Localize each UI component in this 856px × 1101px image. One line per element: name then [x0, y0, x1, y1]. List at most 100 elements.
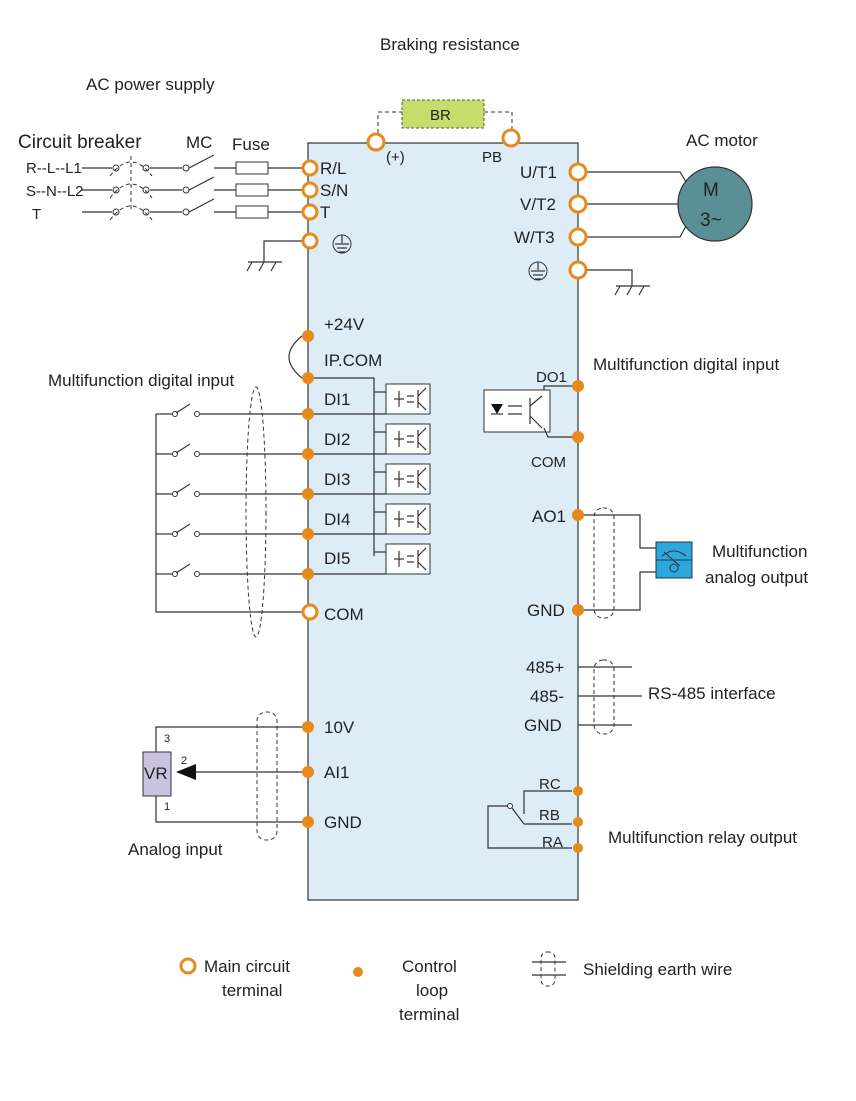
pb-terminal	[501, 128, 521, 148]
fuse-label: Fuse	[232, 135, 270, 154]
terminal-di1-label: DI1	[324, 390, 350, 409]
legend-control-label-2: loop	[416, 981, 448, 1000]
legend-control-label-1: Control	[402, 957, 457, 976]
terminal-485-minus-label: 485-	[530, 687, 564, 706]
supply-line-3: T	[32, 206, 41, 223]
terminal-10v-label: 10V	[324, 718, 355, 737]
terminal-wt3-label: W/T3	[514, 228, 555, 247]
inverter-body	[307, 142, 579, 901]
vr-pin-2: 2	[181, 755, 187, 767]
terminal-gnd-485-label: GND	[524, 716, 562, 735]
terminal-ipcom	[302, 372, 314, 384]
terminal-ao1	[572, 509, 584, 521]
rs485-wiring	[578, 659, 642, 735]
ac-motor-label: AC motor	[686, 131, 758, 150]
terminal-ra	[573, 843, 583, 853]
terminal-ai1-label: AI1	[324, 763, 350, 782]
rs485-label: RS-485 interface	[648, 684, 776, 703]
terminal-vt2	[568, 194, 588, 214]
terminal-do1	[572, 380, 584, 392]
terminal-gnd-ai	[302, 816, 314, 828]
legend-shield-symbol-icon	[532, 951, 566, 987]
terminal-rb	[573, 817, 583, 827]
vr-pin-3: 3	[164, 733, 170, 745]
plus-label: (+)	[386, 149, 405, 166]
supply-line-2: S--N--L2	[26, 183, 84, 200]
terminal-com-left	[301, 603, 319, 621]
do1-optocoupler	[483, 385, 572, 438]
braking-resistance-label: Braking resistance	[380, 35, 520, 54]
terminal-rl	[301, 159, 319, 177]
terminal-ut1	[568, 162, 588, 182]
supply-line-1: R--L--L1	[26, 160, 82, 177]
terminal-rb-label: RB	[539, 807, 560, 824]
terminal-24v	[302, 330, 314, 342]
legend-main-circuit-symbol	[179, 957, 197, 975]
terminal-di1	[302, 408, 314, 420]
pb-label: PB	[482, 149, 502, 166]
terminal-vt2-label: V/T2	[520, 195, 556, 214]
terminal-di3-label: DI3	[324, 470, 350, 489]
vr-pin-1: 1	[164, 801, 170, 813]
digital-input-right-label: Multifunction digital input	[593, 355, 779, 374]
analog-input-label: Analog input	[128, 840, 223, 859]
relay-output-label: Multifunction relay output	[608, 828, 797, 847]
analog-output-label-2: analog output	[705, 568, 808, 587]
motor-phase-label: 3~	[700, 210, 722, 231]
motor-wiring	[585, 171, 687, 296]
terminal-ipcom-label: IP.COM	[324, 351, 382, 370]
digital-input-left-label: Multifunction digital input	[48, 371, 234, 390]
terminal-di5	[302, 568, 314, 580]
terminal-ground-right	[568, 260, 588, 280]
terminal-rc	[573, 786, 583, 796]
br-label: BR	[430, 107, 451, 124]
legend: Main circuit terminal Control loop termi…	[179, 951, 732, 1024]
terminal-gnd-ao-label: GND	[527, 601, 565, 620]
analog-output-wiring	[584, 507, 656, 619]
terminal-di3	[302, 488, 314, 500]
terminal-sn-label: S/N	[320, 181, 348, 200]
wiper-arrow-icon	[176, 764, 196, 780]
ground-symbol-icon	[332, 234, 352, 254]
supply-wiring	[82, 154, 303, 272]
terminal-gnd-ao	[572, 604, 584, 616]
terminal-di4-label: DI4	[324, 510, 350, 529]
terminal-wt3	[568, 227, 588, 247]
ac-power-supply-label: AC power supply	[86, 75, 215, 94]
motor-m-label: M	[703, 180, 719, 201]
terminal-t	[301, 203, 319, 221]
terminal-10v	[302, 721, 314, 733]
vr-label: VR	[144, 764, 168, 783]
plus-terminal	[366, 132, 386, 152]
terminal-t-label: T	[320, 203, 330, 222]
legend-main-circuit-label-1: Main circuit	[204, 957, 290, 976]
optocoupler-array	[314, 377, 431, 575]
jumper-wire	[288, 335, 303, 379]
terminal-rl-label: R/L	[320, 159, 346, 178]
terminal-ut1-label: U/T1	[520, 163, 557, 182]
terminal-ao1-label: AO1	[532, 507, 566, 526]
legend-control-symbol	[353, 967, 363, 977]
terminal-com-right-label: COM	[531, 454, 566, 471]
terminal-di2	[302, 448, 314, 460]
terminal-24v-label: +24V	[324, 315, 365, 334]
terminal-ra-label: RA	[542, 834, 563, 851]
ground-symbol-right-icon	[528, 261, 548, 281]
terminal-ground-left	[301, 232, 319, 250]
meter-icon	[655, 541, 693, 579]
terminal-sn	[301, 181, 319, 199]
analog-output-label-1: Multifunction	[712, 542, 807, 561]
digital-input-wiring	[155, 386, 302, 638]
analog-input-wiring	[155, 711, 302, 841]
mc-label: MC	[186, 133, 212, 152]
legend-shield-label: Shielding earth wire	[583, 960, 732, 979]
terminal-ai1	[302, 766, 314, 778]
terminal-gnd-ai-label: GND	[324, 813, 362, 832]
terminal-485-plus-label: 485+	[526, 658, 564, 677]
terminal-com-right	[572, 431, 584, 443]
braking-resistor: BR	[377, 99, 513, 140]
legend-control-label-3: terminal	[399, 1005, 459, 1024]
terminal-di4	[302, 528, 314, 540]
terminal-di2-label: DI2	[324, 430, 350, 449]
terminal-rc-label: RC	[539, 776, 561, 793]
